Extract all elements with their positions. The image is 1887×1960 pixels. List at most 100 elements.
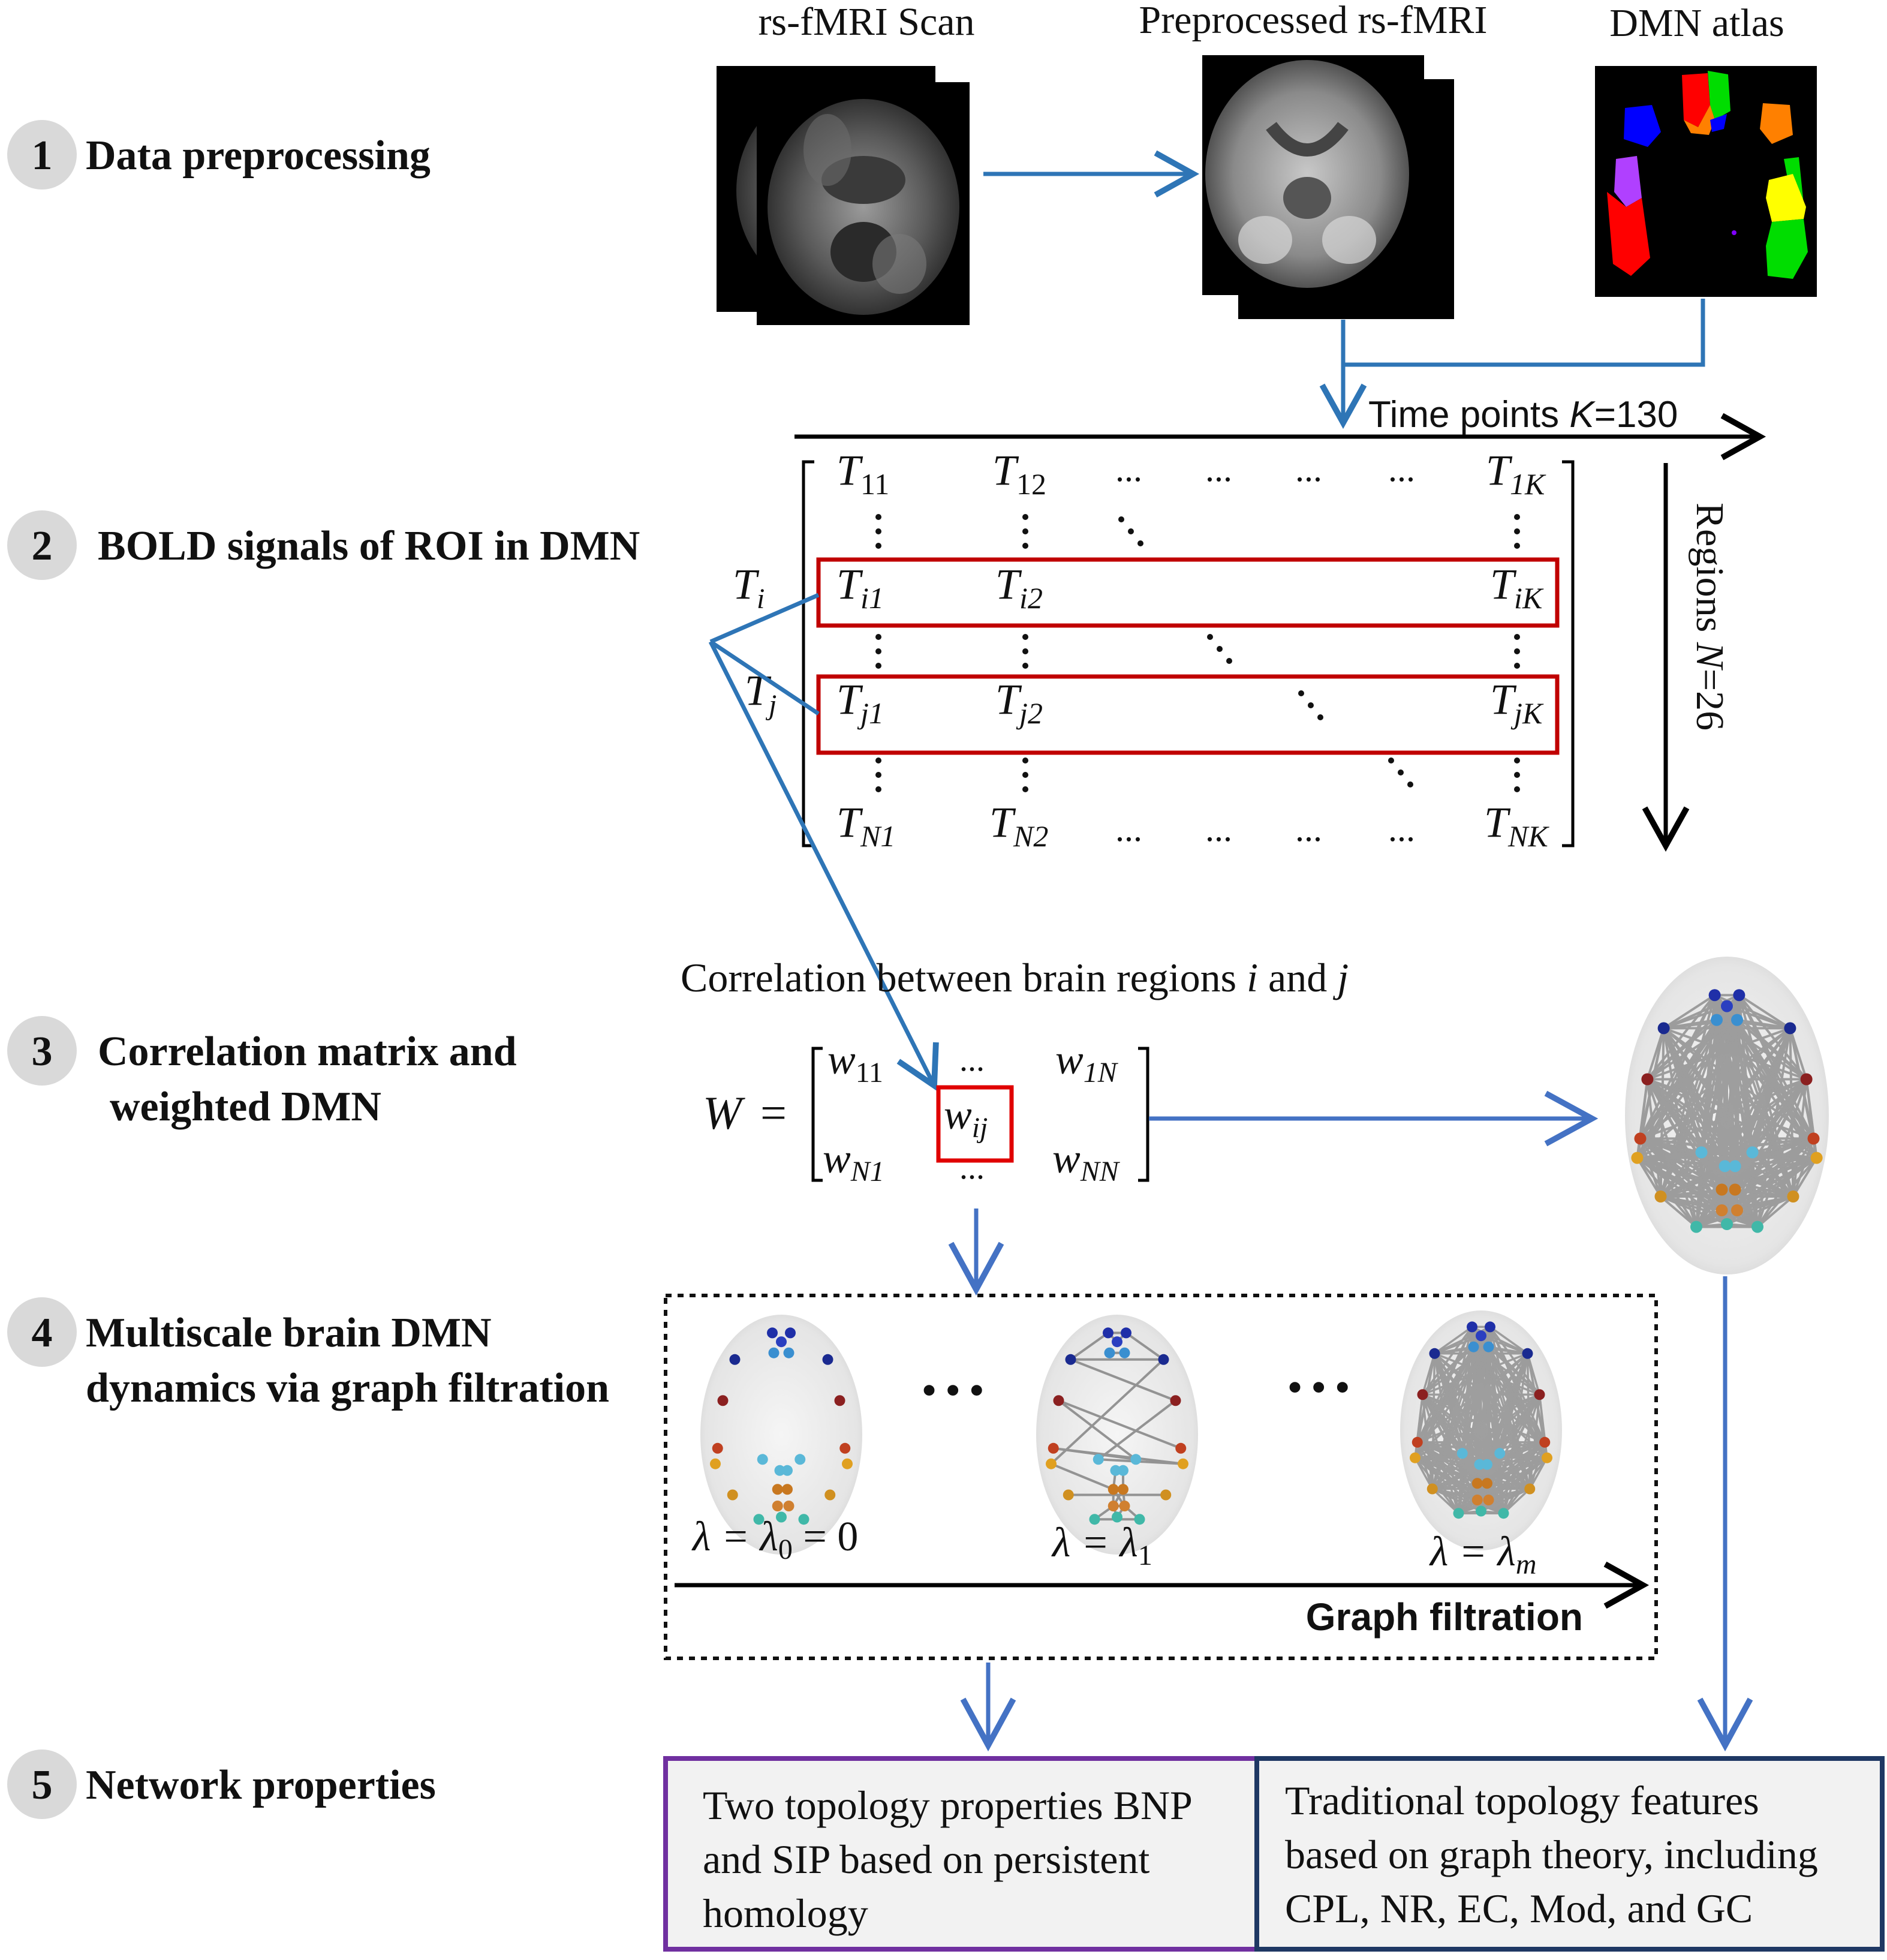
graph-node (757, 1454, 768, 1465)
graph-node (1429, 1348, 1440, 1359)
graph-node (824, 1489, 836, 1501)
graph-node (710, 1458, 721, 1469)
graph-node (1107, 1484, 1119, 1495)
graph-node (768, 1347, 780, 1358)
graph-edge (1417, 1393, 1540, 1444)
graph-edge (1756, 1195, 1794, 1228)
step-number-circle (7, 510, 77, 580)
graph-edge (1422, 1346, 1489, 1396)
matrix-left-bracket (802, 460, 814, 847)
w-left-bracket (811, 1047, 823, 1182)
graph-node (842, 1458, 853, 1469)
entry-t1k: T1K (1486, 446, 1546, 501)
graph-edge (1431, 1453, 1464, 1490)
entry-wn1: wN1 (823, 1136, 884, 1188)
graph-node (1731, 1014, 1743, 1026)
graph-node (1708, 989, 1721, 1002)
graph-edge (1488, 1345, 1528, 1355)
graph-edge (1695, 1152, 1703, 1227)
step-number: 2 (32, 523, 53, 569)
graph-node (1130, 1454, 1142, 1465)
step-2: 2 BOLD signals of ROI in DMN (7, 510, 640, 580)
filtration-graph-lambda0 (700, 1315, 862, 1555)
step-label: Data preprocessing (86, 133, 431, 179)
graph-node (717, 1395, 729, 1406)
bold-matrix-entries: T11 T12 T1K Ti1 Ti2 TiK Tj1 Tj2 TjK TN1 … (836, 446, 1549, 853)
svg-text:...: ... (1205, 809, 1232, 849)
entry-w11: w11 (827, 1037, 883, 1089)
step-4: 4 Multiscale brain DMN dynamics via grap… (7, 1297, 609, 1411)
entry-tik: TiK (1490, 560, 1544, 615)
graph-edge (1502, 1441, 1546, 1514)
ph-properties-line3: homology (703, 1890, 868, 1936)
graph-edge (1792, 1157, 1818, 1198)
step-number: 3 (32, 1029, 53, 1075)
graph-edge (1647, 1019, 1718, 1081)
entry-wij: wij (944, 1092, 988, 1144)
graph-edge (1457, 1453, 1464, 1514)
graph-edge (1434, 1325, 1473, 1355)
graph-node (1787, 1191, 1799, 1203)
graph-node (1498, 1508, 1509, 1519)
graph-edge (1701, 1078, 1807, 1154)
graph-node (1482, 1478, 1492, 1489)
graph-edge (1663, 994, 1716, 1030)
graph-edge (1660, 1195, 1698, 1228)
graph-node (1733, 989, 1745, 1002)
graph-node (1119, 1347, 1130, 1358)
graph-node (772, 1501, 783, 1511)
graph-edge (1736, 1018, 1790, 1030)
weighted-dmn-graph (1625, 957, 1829, 1274)
entry-t12: T12 (992, 446, 1046, 501)
graph-node (1417, 1389, 1428, 1400)
graph-node (1641, 1073, 1654, 1086)
graph-node (1634, 1132, 1647, 1145)
graph-edge (1125, 1331, 1164, 1361)
graph-edge (1422, 1326, 1473, 1396)
scan-title: rs-fMRI Scan (758, 0, 974, 44)
graph-node (1474, 1459, 1485, 1470)
filtration-axis-label: Graph filtration (1306, 1595, 1583, 1639)
graph-node (1412, 1436, 1423, 1448)
graph-node (1453, 1508, 1464, 1519)
graph-edge (1647, 1078, 1814, 1140)
graph-node (1048, 1442, 1059, 1454)
correlation-caption: Correlation between brain regions i and … (681, 955, 1349, 1000)
graph-properties-line2: based on graph theory, including (1285, 1832, 1818, 1877)
step-number-circle (7, 1749, 77, 1819)
graph-edge (1660, 1195, 1758, 1228)
graph-node (1089, 1514, 1100, 1525)
graph-edge (1498, 1453, 1531, 1490)
matrix-vertical-dots (875, 514, 1520, 792)
svg-text:...: ... (1205, 449, 1232, 489)
graph-edge (1734, 1165, 1794, 1198)
graph-edge (1646, 994, 1716, 1080)
graph-node (1524, 1483, 1536, 1495)
ellipsis-top: ... (959, 1041, 985, 1078)
graph-node (1426, 1483, 1438, 1495)
graph-edge (1752, 1151, 1817, 1159)
graph-edge (1431, 1488, 1459, 1514)
row-j-highlight-box (816, 674, 1560, 755)
atlas-title: DMN atlas (1609, 1, 1784, 45)
lambda0-label: λ = λ0 = 0 (691, 1514, 858, 1565)
graph-node (1719, 1160, 1731, 1173)
step-label: BOLD signals of ROI in DMN (98, 523, 640, 569)
graph-edge (1640, 1137, 1753, 1154)
graph-node (1118, 1484, 1128, 1495)
ph-properties-line1: Two topology properties BNP (703, 1782, 1193, 1828)
graph-edge (1663, 1005, 1728, 1030)
step-5: 5 Network properties (7, 1749, 436, 1819)
graph-node (1657, 1022, 1670, 1035)
graph-node (1110, 1465, 1121, 1476)
step-label-line2: weighted DMN (110, 1084, 381, 1130)
entry-ti2: Ti2 (995, 560, 1043, 615)
graph-node (1721, 1000, 1733, 1012)
entry-tjk: TjK (1490, 675, 1544, 730)
graph-edge (1647, 1078, 1753, 1154)
graph-edge (1489, 1326, 1540, 1396)
step-number-circle (7, 120, 77, 190)
graph-node (1483, 1495, 1494, 1505)
step-label-line1: Correlation matrix and (98, 1029, 517, 1075)
graph-node (782, 1484, 793, 1495)
